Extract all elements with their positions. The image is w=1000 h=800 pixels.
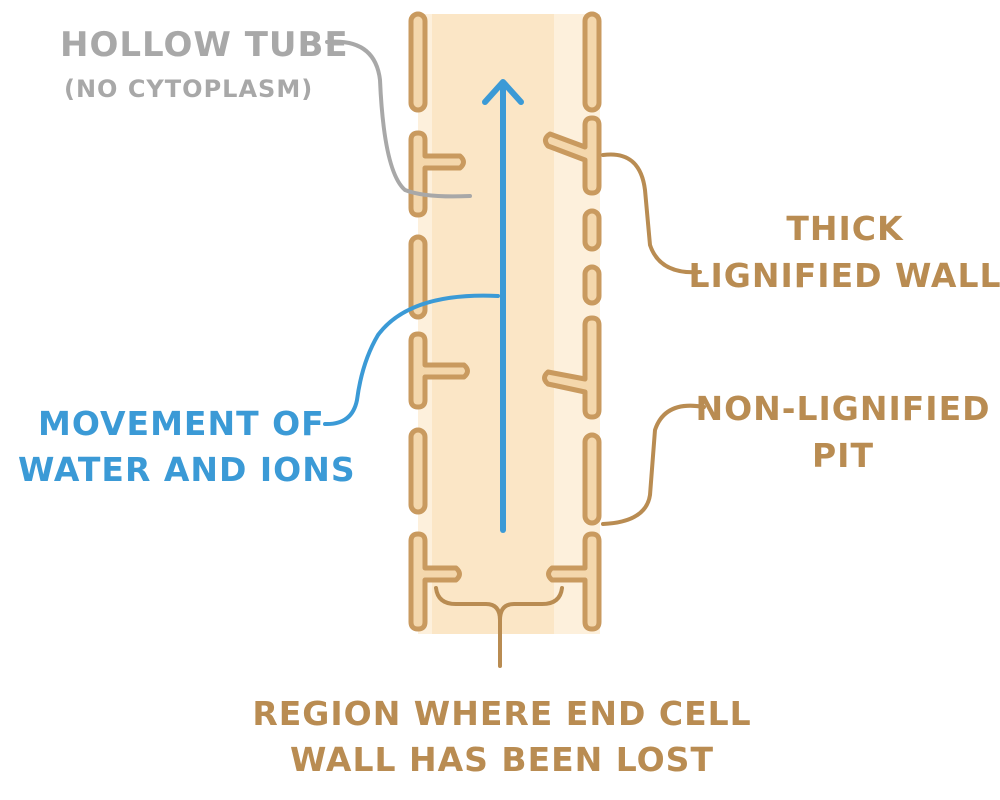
thick-wall-leader xyxy=(601,152,702,275)
right-wall-segment xyxy=(582,11,602,113)
label-region-line1: REGION WHERE END CELL xyxy=(252,694,751,733)
label-thick-wall-line2: LIGNIFIED WALL xyxy=(688,256,1000,295)
right-wall-end-segment xyxy=(546,531,602,632)
left-wall-segment xyxy=(408,427,428,515)
hollow-tube-leader xyxy=(325,39,472,199)
right-wall-pit-gap xyxy=(582,264,602,306)
right-wall-segment xyxy=(582,208,602,252)
label-hollow-tube: HOLLOW TUBE xyxy=(60,25,349,65)
right-wall-segment-with-pit xyxy=(542,115,602,196)
label-movement-line2: WATER AND IONS xyxy=(18,450,356,489)
left-wall-segment xyxy=(408,234,428,320)
right-wall-segment-with-pit xyxy=(542,315,602,420)
label-thick-wall-line1: THICK xyxy=(786,209,904,248)
vessel-lumen-center xyxy=(432,14,554,634)
left-wall-segment-with-pit xyxy=(408,331,470,410)
movement-leader xyxy=(323,293,500,427)
label-hollow-tube-note: (NO CYTOPLASM) xyxy=(64,75,313,103)
left-wall-segment xyxy=(408,11,428,113)
right-wall-segment xyxy=(582,432,602,526)
pit-leader xyxy=(601,403,706,526)
right-wall xyxy=(542,11,602,632)
label-region-line2: WALL HAS BEEN LOST xyxy=(290,740,714,779)
left-wall-end-segment xyxy=(408,531,462,632)
label-movement-line1: MOVEMENT OF xyxy=(38,404,325,443)
water-flow-arrow xyxy=(482,79,524,533)
left-wall xyxy=(408,11,470,632)
label-pit-line1: NON-LIGNIFIED xyxy=(695,389,990,428)
arrow-head xyxy=(482,79,524,105)
label-pit-line2: PIT xyxy=(812,436,874,475)
